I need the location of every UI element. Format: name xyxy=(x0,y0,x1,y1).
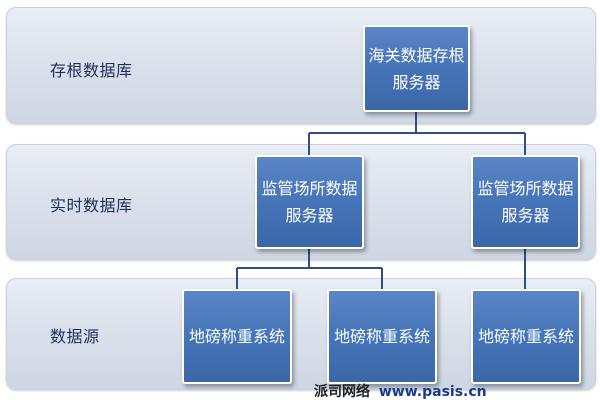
watermark-site: www.pasis.cn xyxy=(378,384,487,400)
watermark: 派司网络 www.pasis.cn xyxy=(314,381,487,400)
node-customs-stub-server: 海关数据存根 服务器 xyxy=(363,25,470,112)
node-label-line: 海关数据存根 xyxy=(368,45,465,65)
node-weighbridge-system-2: 地磅称重系统 xyxy=(327,289,437,384)
node-supervision-server-2: 监管场所数据 服务器 xyxy=(471,155,580,249)
node-supervision-server-1: 监管场所数据 服务器 xyxy=(255,155,364,249)
node-label-line: 监管场所数据 xyxy=(477,179,574,198)
node-weighbridge-system-3: 地磅称重系统 xyxy=(471,289,581,384)
tier-band-stub xyxy=(6,7,596,124)
node-label-line: 地磅称重系统 xyxy=(333,327,430,346)
tier-label-stub: 存根数据库 xyxy=(50,61,133,80)
node-label-line: 服务器 xyxy=(501,206,550,225)
watermark-name: 派司网络 xyxy=(314,384,370,400)
node-label-line: 服务器 xyxy=(285,206,334,225)
node-label-line: 地磅称重系统 xyxy=(188,327,285,346)
node-label-line: 服务器 xyxy=(392,72,441,92)
node-weighbridge-system-1: 地磅称重系统 xyxy=(182,289,292,384)
tier-label-source: 数据源 xyxy=(50,327,100,346)
node-label-line: 监管场所数据 xyxy=(261,179,358,198)
node-label-line: 地磅称重系统 xyxy=(477,327,574,346)
tier-label-realtime: 实时数据库 xyxy=(50,196,133,215)
